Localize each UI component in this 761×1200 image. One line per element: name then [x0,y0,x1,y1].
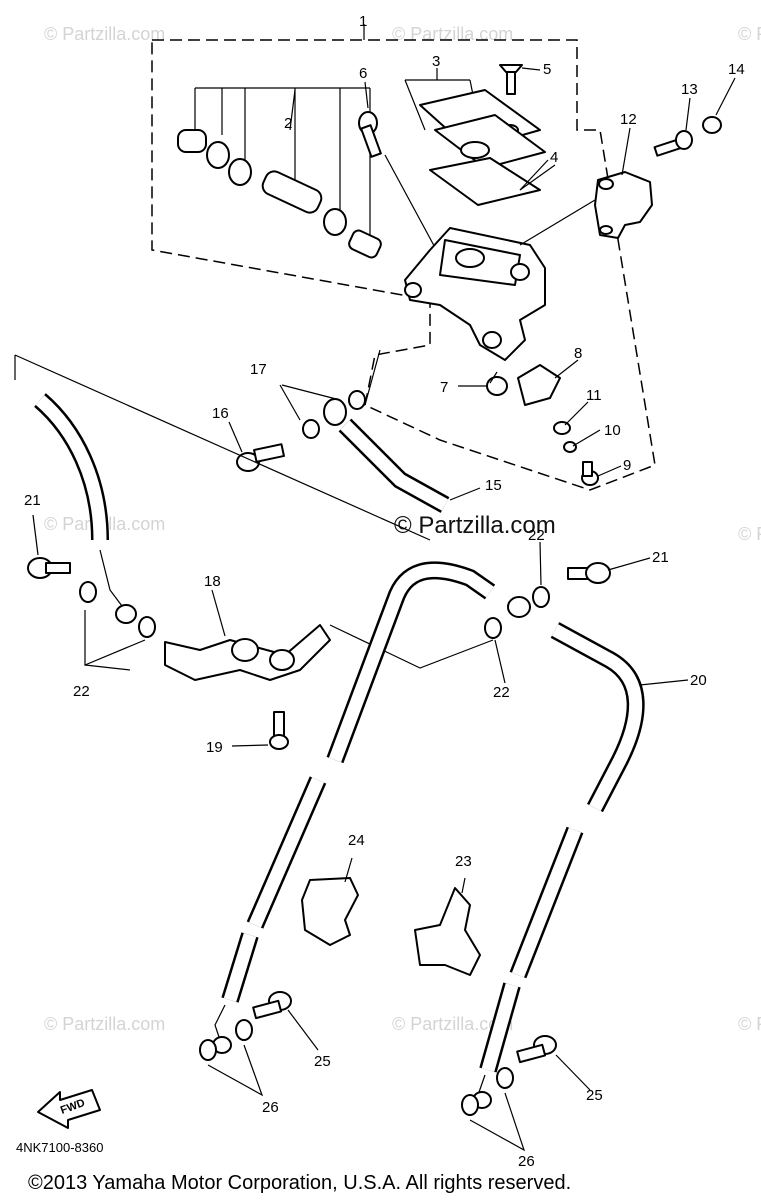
o-ring [553,421,571,435]
callout-13: 13 [681,81,698,98]
piston-kit [177,87,382,259]
callout-22: 22 [528,527,545,544]
copper-washer [302,419,320,439]
callout-18: 18 [204,573,221,590]
copper-washer [532,586,550,608]
union-bolt [236,443,285,472]
hose-guide [414,887,481,976]
callout-17: 17 [250,361,267,378]
routing-line [14,349,431,541]
callout-23: 23 [455,853,472,870]
copyright-text: ©2013 Yamaha Motor Corporation, U.S.A. A… [28,1172,571,1194]
gasket [429,157,541,206]
reservoir-cap [404,79,546,169]
callout-4: 4 [550,149,558,166]
watermark: © Partzilla.com [738,24,761,44]
watermark-main: © Partzilla.com [394,512,556,539]
leader-lines [32,67,736,1091]
callout-2: 2 [284,115,292,132]
diagram-code: 4NK7100-8360 [16,1140,103,1155]
callout-25: 25 [586,1087,603,1104]
watermark: © Partzilla.com [738,524,761,544]
washer [563,441,577,453]
callout-16: 16 [212,405,229,422]
callout-19: 19 [206,739,223,756]
watermark: © Partzilla.com [738,1014,761,1034]
callout-25: 25 [314,1053,331,1070]
callout-26: 26 [262,1099,279,1116]
watermark: © Partzilla.com [44,24,165,44]
callout-3: 3 [432,53,440,70]
copper-washer [199,1039,217,1061]
master-cylinder-body [404,199,596,361]
callout-9: 9 [623,457,631,474]
copper-washer [461,1094,479,1116]
cap-screw [499,64,523,95]
copper-washer [484,617,502,639]
brake-hose-main [326,561,645,813]
callout-1: 1 [359,13,367,30]
callout-5: 5 [543,61,551,78]
watermark: © Partzilla.com [392,24,513,44]
callout-7: 7 [440,379,448,396]
nut [486,376,508,396]
lower-right-hose [472,826,584,1109]
callout-21: 21 [24,492,41,509]
upper-brake-hose [323,398,450,513]
callout-14: 14 [728,61,745,78]
callout-20: 20 [690,672,707,689]
watermark: © Partzilla.com [392,1014,513,1034]
hose-clamp [301,877,359,946]
lower-left-hose [212,776,327,1054]
callout-22: 22 [73,683,90,700]
holder-bolt [653,130,693,157]
switch-screw [581,461,599,486]
copper-washer [79,581,97,603]
callout-8: 8 [574,345,582,362]
callout-15: 15 [485,477,502,494]
left-upper-hose [34,393,137,624]
callout-24: 24 [348,832,365,849]
callouts: 1 2 3 4 5 6 7 8 9 10 11 12 13 14 15 16 1… [24,13,745,1170]
hose-joint [164,624,331,681]
union-bolt-right [567,562,611,584]
callout-6: 6 [359,65,367,82]
assembly-boundary [151,39,656,491]
holder-nut [702,116,722,134]
hose-bolt-left [252,991,292,1020]
fwd-arrow-icon: FWD [37,1089,101,1129]
callout-12: 12 [620,111,637,128]
callout-21: 21 [652,549,669,566]
watermark: © Partzilla.com [44,1014,165,1034]
brake-switch [517,364,561,406]
copper-washer [138,616,156,638]
joint-bolt [269,711,289,750]
hose-bolt-right [516,1035,557,1064]
callout-10: 10 [604,422,621,439]
callout-22: 22 [493,684,510,701]
copper-washer [496,1067,514,1089]
union-bolt-left [27,557,71,579]
callout-11: 11 [586,387,602,404]
copper-washer [348,390,366,410]
callout-26: 26 [518,1153,535,1170]
copper-washer [235,1019,253,1041]
